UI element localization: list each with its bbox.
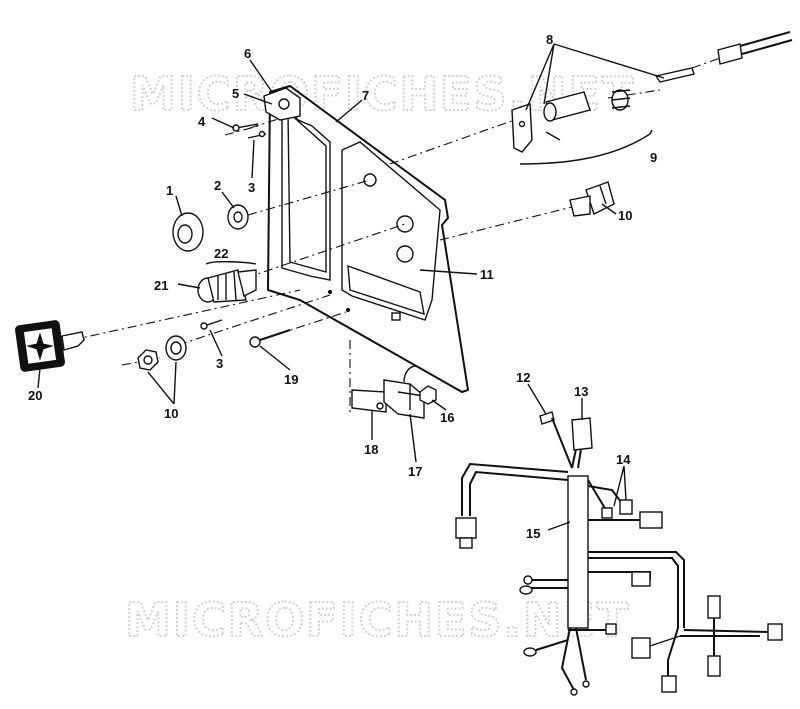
bolt	[249, 329, 291, 348]
dash-panel	[266, 84, 470, 394]
callout-8: 8	[546, 32, 553, 47]
callout-10-toggle: 10	[618, 208, 632, 223]
leader-lines	[37, 43, 665, 531]
ignition-key	[15, 320, 85, 372]
callout-labels: 1 2 3 4 5 6 7 8 9 10 10 11 12 13 14 15 1…	[28, 32, 657, 541]
nut-and-washer	[137, 335, 187, 371]
screw-lower	[200, 319, 223, 330]
callout-2: 2	[214, 178, 221, 193]
lock-nut	[172, 212, 204, 252]
washer	[227, 204, 249, 230]
callout-3-upper: 3	[248, 180, 255, 195]
callout-20: 20	[28, 388, 42, 403]
callout-19: 19	[284, 372, 298, 387]
callout-14: 14	[616, 452, 631, 467]
toggle-switch	[569, 181, 615, 217]
callout-1: 1	[166, 183, 173, 198]
ignition-switch	[197, 269, 257, 303]
callout-7: 7	[362, 88, 369, 103]
callout-12: 12	[516, 370, 530, 385]
callout-21: 21	[154, 278, 168, 293]
relay-block	[383, 365, 425, 419]
callout-3-lower: 3	[216, 356, 223, 371]
watermark-bottom: MICROFICHES.NET	[125, 593, 630, 647]
callout-4: 4	[198, 114, 206, 129]
callout-13: 13	[574, 384, 588, 399]
hex-nut	[419, 385, 437, 405]
callout-16: 16	[440, 410, 454, 425]
callout-10-washer: 10	[164, 406, 178, 421]
callout-18: 18	[364, 442, 378, 457]
callout-6: 6	[244, 46, 251, 61]
callout-5: 5	[232, 86, 239, 101]
mounting-bracket	[351, 389, 387, 413]
callout-17: 17	[408, 464, 422, 479]
callout-11: 11	[480, 267, 494, 282]
bracket-clip	[263, 87, 301, 121]
callout-9: 9	[650, 150, 657, 165]
screw	[232, 123, 267, 139]
callout-22: 22	[214, 246, 228, 261]
callout-15: 15	[526, 526, 540, 541]
wiring-harness	[455, 411, 783, 696]
switch-assembly	[511, 31, 793, 165]
